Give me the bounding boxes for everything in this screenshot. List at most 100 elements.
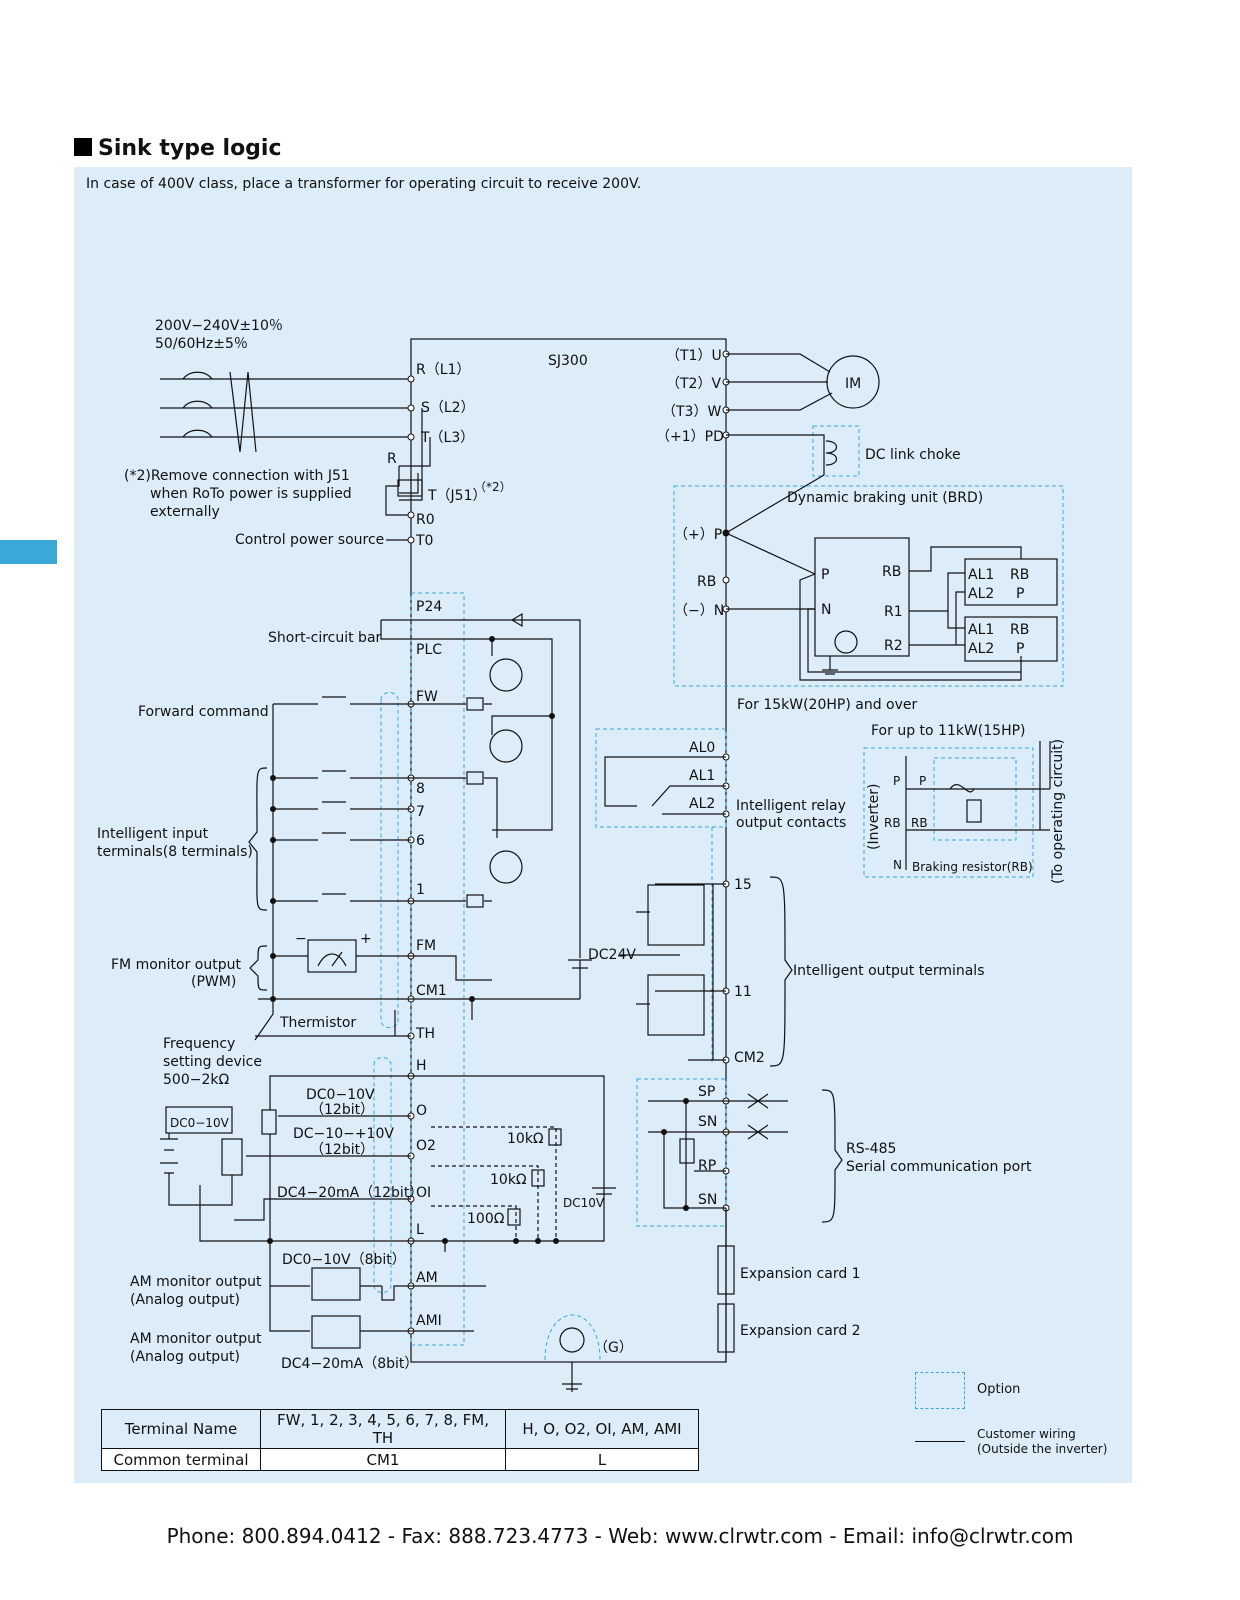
terminal-rb: RB (697, 574, 716, 590)
resistor-10k-b: 10kΩ (490, 1172, 527, 1188)
intelligent-input-label-1: Intelligent input (97, 826, 209, 842)
rs485-wiring (648, 1093, 788, 1209)
terminal-r-j51: R (387, 451, 397, 467)
terminal-al0: AL0 (689, 740, 715, 756)
table-row: Terminal Name FW, 1, 2, 3, 4, 5, 6, 7, 8… (101, 1409, 699, 1449)
expansion-card-1: Expansion card 1 (740, 1266, 861, 1282)
terminal-u: （T1）U (666, 348, 722, 364)
terminal-h: H (416, 1058, 427, 1074)
relay-label-1: Intelligent relay (736, 798, 846, 814)
am-range: DC0−10V（8bit） (282, 1252, 406, 1268)
terminal-fm: FM (416, 938, 436, 954)
brd-r2: R2 (884, 638, 903, 654)
table-cell: H, O, O2, OI, AM, AMI (505, 1409, 699, 1449)
freq-label-1: Frequency (163, 1036, 235, 1052)
terminal-al1: AL1 (689, 768, 715, 784)
o2-range-2: （12bit） (310, 1142, 374, 1158)
terminal-oi: OI (416, 1185, 431, 1201)
legend-customer-swatch (915, 1441, 965, 1442)
braking-resistor-label: Braking resistor(RB) (912, 860, 1033, 874)
short-bar-label: Short-circuit bar (268, 630, 382, 646)
dc-choke (726, 434, 838, 475)
brd-n: N (821, 602, 831, 618)
rs485-brace (821, 1089, 843, 1223)
ami-output-label-2: (Analog output) (130, 1349, 240, 1365)
control-power-label: Control power source (235, 532, 384, 548)
option-box-braking-resistor (863, 747, 1034, 878)
note-marker-2: （*2） (474, 480, 512, 494)
rb-detail-p2: P (919, 774, 926, 788)
rb-detail-p: P (893, 774, 900, 788)
legend-customer-line1: Customer wiring (977, 1427, 1076, 1441)
terminal-cm2: CM2 (734, 1050, 765, 1066)
resistor-10k-a: 10kΩ (507, 1131, 544, 1147)
dc24-label: DC24V (588, 947, 636, 963)
terminal-t-j51: T（J51） (427, 488, 487, 504)
terminal-6: 6 (416, 833, 425, 849)
rb-detail-rb: RB (884, 816, 901, 830)
option-box-inputs (410, 592, 465, 1346)
common-terminal-table: Terminal Name FW, 1, 2, 3, 4, 5, 6, 7, 8… (101, 1409, 699, 1471)
terminal-n: （−）N (674, 603, 724, 619)
j51-note-line3: externally (150, 504, 220, 520)
motor-label: IM (845, 376, 861, 392)
terminal-p: （+）P (674, 527, 722, 543)
heading-text: Sink type logic (98, 136, 282, 161)
analog-wiring (160, 1075, 616, 1392)
rs485-label-2: Serial communication port (846, 1159, 1032, 1175)
ground-terminal-label: （G） (594, 1340, 633, 1356)
option-ground-arc (544, 1314, 601, 1361)
option-box-brd (673, 485, 1064, 687)
option-box-rs485 (636, 1078, 727, 1227)
terminal-rp: RP (698, 1158, 716, 1174)
j51-note-line1: (*2)Remove connection with J51 (124, 468, 350, 484)
rb-detail-rb2: RB (911, 816, 928, 830)
terminal-l: L (416, 1222, 424, 1238)
option-box-resistor-inner (933, 757, 1017, 841)
table-cell: FW, 1, 2, 3, 4, 5, 6, 7, 8, FM, TH (260, 1409, 506, 1449)
o-range-2: （12bit） (310, 1102, 374, 1118)
expansion-card-2: Expansion card 2 (740, 1323, 861, 1339)
brd-p: P (821, 567, 829, 583)
o-range-1: DC0−10V (306, 1087, 375, 1103)
brd-rb-b: RB (1010, 622, 1029, 638)
supply-voltage-label: 200V−240V±10％ (155, 318, 283, 334)
fm-plus-label: + (360, 931, 372, 947)
terminal-8: 8 (416, 781, 425, 797)
legend-option-swatch (915, 1372, 965, 1409)
terminal-v: （T2）V (666, 376, 721, 392)
table-cell: L (505, 1448, 699, 1471)
o2-range-1: DC−10−+10V (293, 1126, 394, 1142)
inverter-label: (Inverter) (866, 784, 882, 850)
am-output-label-2: (Analog output) (130, 1292, 240, 1308)
side-tab-marker (0, 540, 57, 564)
table-cell: CM1 (260, 1448, 506, 1471)
freq-label-2: setting device (163, 1054, 262, 1070)
table-cell: Common terminal (101, 1448, 261, 1471)
brd-al2-b: AL2 (968, 641, 994, 657)
terminal-15: 15 (734, 877, 752, 893)
motor-wiring (726, 353, 880, 411)
terminal-al2: AL2 (689, 796, 715, 812)
terminal-th: TH (415, 1026, 435, 1042)
square-bullet-icon (74, 138, 92, 156)
terminal-sn-b: SN (698, 1192, 717, 1208)
input-circuitry (380, 612, 592, 1020)
oi-range: DC4−20mA（12bit） (277, 1185, 423, 1201)
brd-wiring (725, 474, 1058, 681)
brd-r1: R1 (884, 604, 903, 620)
brd-al2-a: AL2 (968, 586, 994, 602)
legend-option-label: Option (977, 1382, 1021, 1397)
ami-range: DC4−20mA（8bit） (281, 1356, 418, 1372)
terminal-sn-a: SN (698, 1114, 717, 1130)
diagram-panel (74, 167, 1132, 1483)
dc-choke-label: DC link choke (865, 447, 961, 463)
output-transistors (620, 883, 726, 1061)
terminal-fw: FW (416, 689, 438, 705)
brd-title: Dynamic braking unit (BRD) (787, 490, 983, 506)
section-heading: Sink type logic (74, 136, 282, 161)
brd-p-b: P (1016, 641, 1024, 657)
transformer-note: In case of 400V class, place a transform… (86, 176, 642, 192)
rb-detail-n: N (893, 858, 902, 872)
brd-rb-a: RB (1010, 567, 1029, 583)
